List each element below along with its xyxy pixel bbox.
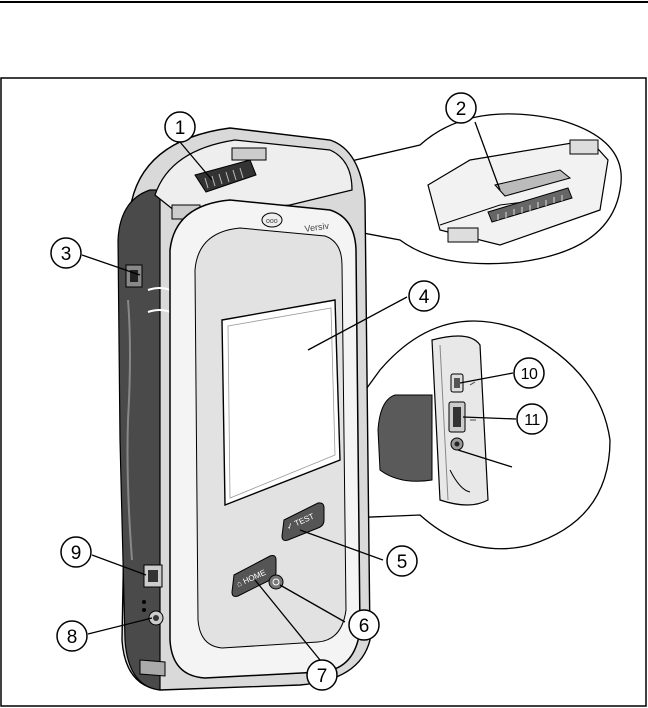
tester-body: Versiv ooo ✓ TEST ⌂ HOME: [118, 128, 370, 690]
svg-text:8: 8: [67, 627, 78, 648]
callout-2: 2: [446, 93, 476, 123]
callout-9: 9: [61, 537, 91, 567]
callout-11: 11: [517, 404, 547, 434]
svg-text:9: 9: [71, 543, 82, 564]
svg-text:5: 5: [397, 552, 408, 573]
svg-text:4: 4: [419, 287, 430, 308]
svg-text:7: 7: [317, 666, 328, 687]
callout-3: 3: [51, 238, 81, 268]
callout-5: 5: [387, 546, 417, 576]
svg-text:6: 6: [359, 616, 370, 637]
svg-text:ooo: ooo: [266, 218, 278, 225]
callout-4: 4: [409, 281, 439, 311]
svg-text:10: 10: [521, 366, 538, 383]
callout-10: 10: [514, 358, 544, 388]
svg-text:3: 3: [61, 244, 72, 265]
svg-text:1: 1: [175, 118, 186, 139]
callout-1: 1: [165, 112, 195, 142]
callout-7: 7: [307, 660, 337, 690]
callout-6: 6: [349, 610, 379, 640]
svg-text:2: 2: [456, 99, 467, 120]
callout-8: 8: [57, 621, 87, 651]
svg-text:11: 11: [524, 412, 540, 429]
power-key[interactable]: [269, 575, 283, 589]
